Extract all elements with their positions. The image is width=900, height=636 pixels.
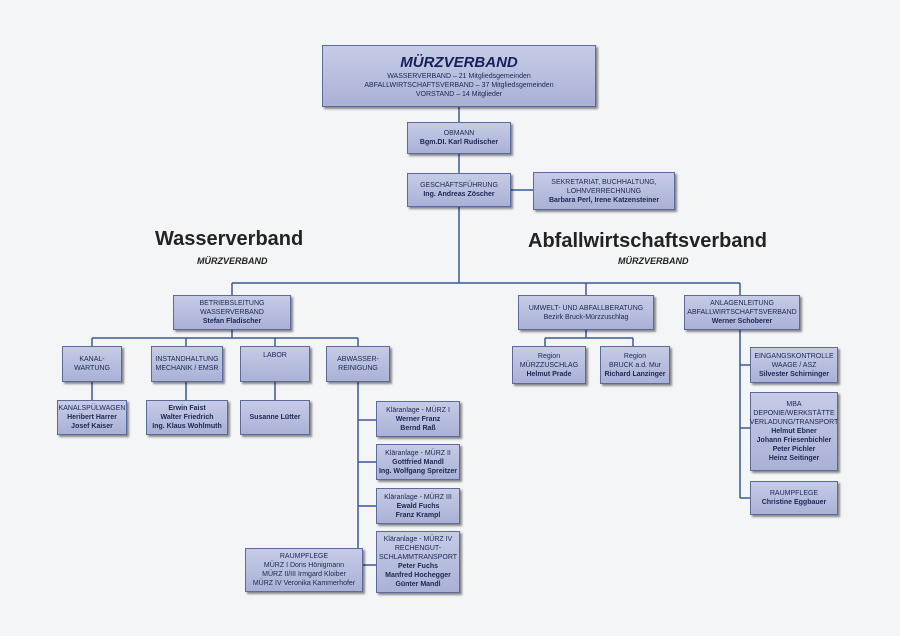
klaeranlage-4-staff-1: Peter Fuchs: [397, 563, 439, 570]
instandhaltung-role-2: MECHANIK / EMSR: [155, 365, 219, 372]
klaeranlage-2-role: Kläranlage - MÜRZ II: [385, 449, 451, 457]
klaeranlage-2-staff-1: Gottfried Mandl: [392, 458, 444, 466]
wasserverband-subheading: MÜRZVERBAND: [197, 256, 268, 266]
klaeranlage-3-box: Kläranlage - MÜRZ III Ewald Fuchs Franz …: [376, 488, 460, 524]
klaeranlage-3-staff-2: Franz Krampl: [395, 511, 441, 519]
abfallverband-subheading: MÜRZVERBAND: [618, 256, 689, 266]
obmann-role: OBMANN: [443, 130, 475, 137]
region-2-role-1: Region: [623, 352, 647, 360]
raumpflege-abfall-name: Christine Eggbauer: [761, 499, 827, 506]
klaeranlage-4-staff-2: Manfred Hochegger: [385, 572, 451, 579]
sekretariat-role-1: SEKRETARIAT, BUCHHALTUNG,: [551, 178, 657, 186]
abfallberatung-box: UMWELT- UND ABFALLBERATUNG Bezirk Bruck-…: [518, 295, 654, 330]
klaeranlage-1-box: Kläranlage - MÜRZ I Werner Franz Bernd R…: [376, 401, 460, 437]
klaeranlage-3-staff-1: Ewald Fuchs: [396, 502, 440, 510]
kanalwartung-role-2: WARTUNG: [74, 365, 110, 372]
labor-role: LABOR: [263, 352, 287, 359]
abwasser-role-2: REINIGUNG: [338, 365, 378, 372]
region-1-role-2: MÜRZZUSCHLAG: [519, 361, 579, 369]
mba-staff-2: Johann Friesenbichler: [756, 437, 832, 444]
abfallberatung-role-1: UMWELT- UND ABFALLBERATUNG: [528, 304, 644, 312]
klaeranlage-4-staff-3: Günter Mandl: [395, 581, 441, 588]
eingangskontrolle-box: EINGANGSKONTROLLE WAAGE / ASZ Silvester …: [750, 347, 838, 383]
labor-staff-box: Susanne Lütter: [240, 400, 310, 435]
klaeranlage-4-role-3: SCHLAMMTRANSPORT: [378, 554, 458, 561]
anlagenleitung-role-2: ABFALLWIRTSCHAFTSVERBAND: [687, 309, 797, 316]
abfallverband-heading: Abfallwirtschaftsverband: [528, 230, 767, 252]
muerzverband-title: MÜRZVERBAND: [400, 53, 518, 71]
region-bruck-box: Region BRUCK a.d. Mur Richard Lanzinger: [600, 346, 670, 384]
region-1-name: Helmut Prade: [526, 370, 572, 378]
instand-staff-2: Walter Friedrich: [160, 414, 214, 421]
abfallberatung-role-2: Bezirk Bruck-Mürzzuschlag: [543, 313, 629, 321]
instandhaltung-role-1: INSTANDHALTUNG: [155, 356, 219, 363]
raumpflege-abfall-box: RAUMPFLEGE Christine Eggbauer: [750, 481, 838, 515]
raumpflege-wasser-box: RAUMPFLEGE MÜRZ I Doris Hönigmann MÜRZ I…: [245, 548, 363, 592]
labor-staff-1: Susanne Lütter: [249, 414, 301, 421]
gf-role: GESCHÄFTSFÜHRUNG: [420, 182, 498, 189]
obmann-name: Bgm.DI. Karl Rudischer: [419, 139, 499, 146]
klaeranlage-4-box: Kläranlage - MÜRZ IV RECHENGUT- SCHLAMMT…: [376, 531, 460, 593]
kanalwartung-box: KANAL- WARTUNG: [62, 346, 122, 382]
labor-box: LABOR: [240, 346, 310, 382]
kanalwartung-role-1: KANAL-: [79, 356, 105, 363]
vorstand-members: VORSTAND – 14 Mitglieder: [415, 90, 503, 98]
betriebsleitung-name: Stefan Fladischer: [202, 318, 262, 325]
eingangskontrolle-role-2: WAAGE / ASZ: [771, 361, 817, 369]
betriebsleitung-role-2: WASSERVERBAND: [200, 309, 264, 316]
raumpflege-abfall-role: RAUMPFLEGE: [769, 490, 819, 497]
mba-staff-3: Peter Pichler: [772, 446, 816, 453]
kanalspuelwagen-role: KANALSPÜLWAGEN: [58, 405, 126, 412]
mba-role-3: VERLADUNG/TRANSPORT: [749, 419, 839, 426]
klaeranlage-1-role: Kläranlage - MÜRZ I: [386, 406, 450, 414]
wasserverband-members: WASSERVERBAND – 21 Mitgliedsgemeinden: [387, 72, 531, 80]
region-1-role-1: Region: [537, 352, 561, 360]
geschaeftsfuehrung-box: GESCHÄFTSFÜHRUNG Ing. Andreas Zöscher: [407, 173, 511, 207]
instandhaltung-box: INSTANDHALTUNG MECHANIK / EMSR: [151, 346, 223, 382]
raumpflege-wasser-line-3: MÜRZ IV Veronika Kammerhofer: [252, 580, 356, 587]
mba-box: MBA DEPONIE/WERKSTÄTTE VERLADUNG/TRANSPO…: [750, 392, 838, 471]
anlagenleitung-box: ANLAGENLEITUNG ABFALLWIRTSCHAFTSVERBAND …: [684, 295, 800, 330]
wasserverband-heading: Wasserverband: [155, 228, 304, 250]
sekretariat-names: Barbara Perl, Irene Katzensteiner: [548, 196, 660, 204]
mba-role-2: DEPONIE/WERKSTÄTTE: [753, 410, 835, 417]
klaeranlage-4-role-2: RECHENGUT-: [394, 545, 442, 552]
abwasserreinigung-box: ABWASSER- REINIGUNG: [326, 346, 390, 382]
region-2-role-2: BRUCK a.d. Mur: [608, 361, 662, 369]
abfallverband-members: ABFALLWIRTSCHAFTSVERBAND – 37 Mitgliedsg…: [364, 81, 554, 89]
klaeranlage-1-staff-1: Werner Franz: [395, 415, 441, 423]
anlagenleitung-role-1: ANLAGENLEITUNG: [710, 300, 774, 307]
mba-staff-4: Heinz Seitinger: [768, 455, 820, 462]
mba-role-1: MBA: [786, 401, 802, 408]
raumpflege-wasser-line-1: MÜRZ I Doris Hönigmann: [263, 562, 345, 569]
raumpflege-wasser-line-2: MÜRZ II/III Irmgard Kloiber: [262, 571, 346, 578]
sekretariat-role-2: LOHNVERRECHNUNG: [566, 187, 642, 195]
abwasser-role-1: ABWASSER-: [337, 356, 379, 363]
instandhaltung-staff-box: Erwin Faist Walter Friedrich Ing. Klaus …: [146, 400, 228, 435]
klaeranlage-2-box: Kläranlage - MÜRZ II Gottfried Mandl Ing…: [376, 444, 460, 480]
mba-staff-1: Helmut Ebner: [771, 428, 817, 435]
klaeranlage-4-role-1: Kläranlage - MÜRZ IV: [383, 536, 453, 543]
sekretariat-box: SEKRETARIAT, BUCHHALTUNG, LOHNVERRECHNUN…: [533, 172, 675, 210]
muerzverband-box: MÜRZVERBAND WASSERVERBAND – 21 Mitglieds…: [322, 45, 596, 107]
instand-staff-3: Ing. Klaus Wohlmuth: [152, 423, 222, 430]
eingangskontrolle-name: Silvester Schirninger: [758, 370, 830, 378]
region-2-name: Richard Lanzinger: [604, 370, 666, 378]
kanal-staff-1: Heribert Harrer: [67, 414, 117, 421]
kanal-staff-2: Josef Kaiser: [71, 423, 113, 430]
anlagenleitung-name: Werner Schoberer: [711, 318, 773, 325]
klaeranlage-2-staff-2: Ing. Wolfgang Spreitzer: [378, 467, 458, 475]
klaeranlage-1-staff-2: Bernd Raß: [400, 424, 436, 432]
betriebsleitung-role-1: BETRIEBSLEITUNG: [199, 300, 265, 307]
betriebsleitung-box: BETRIEBSLEITUNG WASSERVERBAND Stefan Fla…: [173, 295, 291, 330]
eingangskontrolle-role-1: EINGANGSKONTROLLE: [754, 352, 834, 360]
gf-name: Ing. Andreas Zöscher: [423, 191, 495, 198]
raumpflege-wasser-role: RAUMPFLEGE: [279, 553, 329, 560]
instand-staff-1: Erwin Faist: [168, 405, 206, 412]
obmann-box: OBMANN Bgm.DI. Karl Rudischer: [407, 122, 511, 154]
region-muerzzuschlag-box: Region MÜRZZUSCHLAG Helmut Prade: [512, 346, 586, 384]
klaeranlage-3-role: Kläranlage - MÜRZ III: [384, 493, 452, 501]
kanalspuelwagen-box: KANALSPÜLWAGEN Heribert Harrer Josef Kai…: [57, 400, 127, 435]
